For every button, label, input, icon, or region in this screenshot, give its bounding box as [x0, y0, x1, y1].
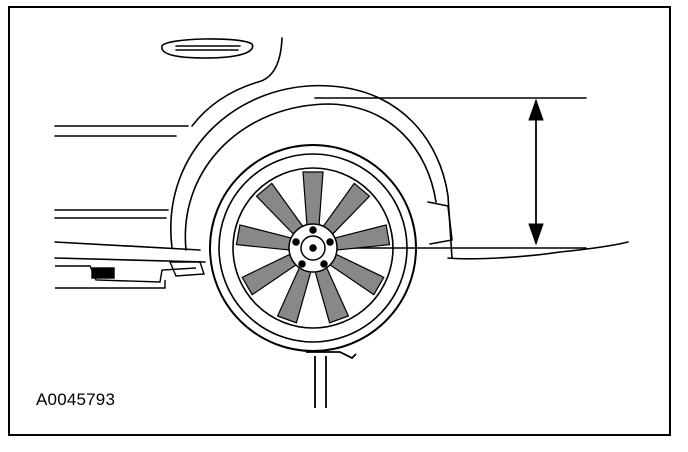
wheel-arch-inner — [184, 103, 437, 251]
tire — [209, 144, 417, 352]
diagram-frame — [8, 6, 671, 436]
figure-id-label: A0045793 — [36, 390, 116, 409]
underbody-parts — [55, 261, 205, 289]
measurement-arrow — [528, 98, 544, 246]
bumper-line — [447, 241, 629, 260]
rocker-line — [54, 241, 201, 251]
jack-stand — [306, 351, 357, 408]
wheel-arch-outer — [170, 84, 453, 259]
fuel-door-outline — [161, 38, 254, 59]
wheel-spokes — [235, 171, 391, 324]
wheel-hub — [288, 223, 338, 273]
door-edge-line — [191, 37, 283, 127]
